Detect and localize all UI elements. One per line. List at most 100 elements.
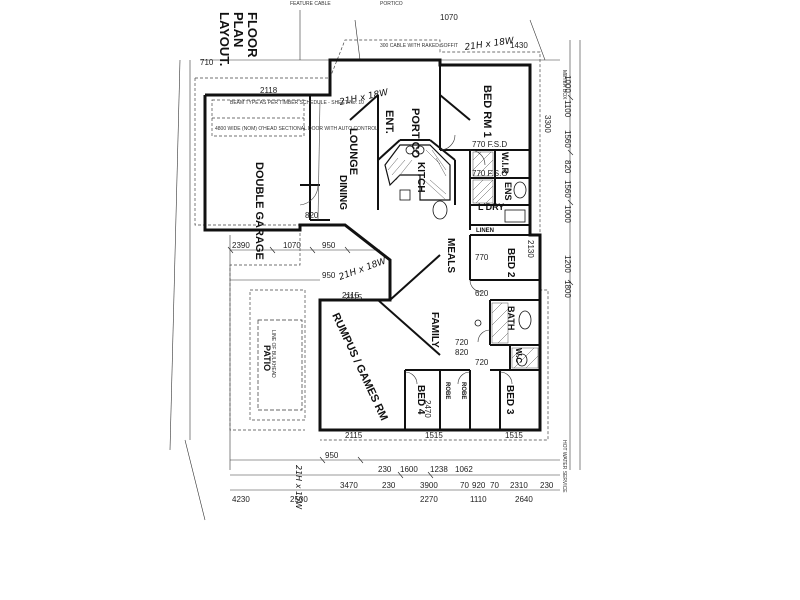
dim-r-9: 1800 [563,280,572,298]
dim-i-11: 2115 [345,293,363,302]
dim-b2-4: 1062 [455,465,473,474]
dim-left-5: 2115 [342,291,360,300]
dim-r-2: 1100 [563,100,572,118]
dim-b1-2: 2115 [345,431,363,440]
dimensions-interior: 770 F.S.D 770 F.S.O 820 820 720 720 620 … [305,140,535,418]
dimensions-bottom-3: 3470 230 3900 70 920 70 2310 230 [340,481,554,490]
header-note-feature-cable: FEATURE CABLE [290,1,331,7]
dim-b3-4: 70 [460,481,469,490]
title-block: FLOOR PLAN LAYOUT. [217,12,260,66]
dimensions-top: 1070 1430 710 2118 [200,13,528,95]
dimensions-right: 1000 1100 3300 1560 820 1560 1000 1200 1… [543,75,572,298]
door-swings [404,134,513,385]
dim-b4-1: 4230 [232,495,250,504]
dim-b3-2: 230 [382,481,396,490]
handwritten-note-3: 21H x 18W [338,256,389,283]
note-garage-door: 4800 WIDE (NOM) O'HEAD SECTIONAL DOOR WI… [215,126,378,132]
room-label-bath: BATH [506,306,516,330]
room-label-patio: PATIO [262,345,272,371]
dim-i-5: 720 [455,338,469,347]
dim-b2-2: 1600 [400,465,418,474]
dim-b1-3: 1515 [425,431,443,440]
room-label-bed2: BED 2 [505,248,516,278]
room-label-bed3: BED 3 [504,385,515,415]
dim-i-4: 820 [455,348,469,357]
dim-left-1: 2390 [232,241,250,250]
garage-beam-zone [211,99,305,137]
dim-i-6: 720 [475,358,489,367]
room-label-meals: MEALS [445,238,456,273]
note-beam-schedule: BEAM TYPE AS PER TIMBER SCHEDULE - SHEET… [230,100,364,106]
dim-b1-1: 950 [325,451,339,460]
external-walls [203,58,542,432]
dim-i-9: 2130 [526,240,535,258]
dim-i-3: 820 [305,211,319,220]
dim-b3-5: 920 [472,481,486,490]
dimensions-bottom-2: 230 1600 1238 1062 [378,465,473,474]
dim-b3-3: 3900 [420,481,438,490]
dim-i-2: 770 F.S.O [472,169,508,178]
wet-area-hatch [472,151,539,369]
dimensions-bottom-4: 4230 2530 2270 1110 2640 [232,495,533,504]
dim-b2-1: 230 [378,465,392,474]
header-note-portico: PORTICO [380,1,403,7]
room-label-robe-2: ROBE [460,382,466,399]
dim-left-2: 1070 [283,241,301,250]
dim-b4-4: 1110 [470,495,487,504]
handwritten-note-4: 21H x 15W [294,465,303,510]
dim-b3-6: 70 [490,481,499,490]
dim-b4-2: 2530 [290,495,308,504]
room-label-entry: ENT. [383,110,395,134]
room-label-bed1: BED RM 1 [481,85,493,138]
note-bulkhead: LINE OF BULKHEAD [270,330,276,378]
room-label-robe-1: ROBE [444,382,450,399]
dim-b4-5: 2640 [515,495,533,504]
dim-b1-4: 1515 [505,431,523,440]
title-line-2: PLAN [231,12,246,47]
handwritten-note-1: 21H x 18W [464,36,516,53]
fixtures [399,181,532,367]
dim-b4-3: 2270 [420,495,438,504]
dim-b2-3: 1238 [430,465,448,474]
room-label-rumpus: RUMPUS / GAMES RM [329,311,389,422]
dim-r-3: 3300 [543,115,552,133]
note-hws: HOT WATER SERVICE [561,440,567,493]
room-label-dining: DINING [337,175,348,210]
room-label-garage: DOUBLE GARAGE [253,162,265,260]
dimension-ticks [227,94,574,479]
room-label-bed4: BED 4 [415,385,426,415]
dim-top-1: 1070 [440,13,458,22]
room-label-ens: ENS [503,182,513,201]
dim-b3-1: 3470 [340,481,358,490]
dim-r-7: 1000 [563,205,572,223]
dim-i-1: 770 F.S.D [472,140,507,149]
title-line-1: FLOOR [245,12,260,58]
room-label-kitchen: KITCH [415,162,426,193]
internal-walls [300,65,540,430]
dim-b3-7: 2310 [510,481,528,490]
room-label-family: FAMILY [429,312,440,348]
dim-r-5: 820 [563,160,572,174]
room-label-lounge: LOUNGE [347,128,359,175]
dimensions-bottom-1: 950 2115 1515 1515 [325,431,523,460]
dim-top-2: 1430 [510,41,528,50]
dim-r-6: 1560 [563,180,572,198]
room-label-linen: LINEN [476,228,494,234]
garage-door-swing [299,99,321,221]
dim-i-7: 620 [475,289,489,298]
dim-i-10: 2470 [423,400,432,418]
note-cable-soffit: 300 CABLE WITH RAKED SOFFIT [380,43,458,49]
title-line-3: LAYOUT. [217,12,232,66]
room-label-wc: W.C [514,348,523,363]
dim-top-4: 2118 [260,86,278,95]
dim-b3-8: 230 [540,481,554,490]
dimensions-left: 2390 1070 950 950 2115 [232,241,360,300]
dim-r-4: 1560 [563,130,572,148]
room-label-portico: PORTICO [409,108,421,159]
dim-i-8: 770 [475,253,489,262]
dim-left-4: 950 [322,271,336,280]
room-label-wir: W.I.R [500,152,510,174]
room-label-ldry: L'DRY [478,202,504,212]
